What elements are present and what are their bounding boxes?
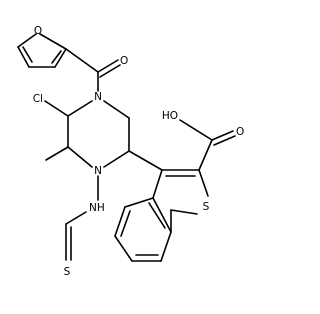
chloro-bond	[44, 100, 69, 117]
c3-n4-bond	[67, 146, 93, 168]
benzene-c7a-c3a-double-bond	[148, 202, 166, 229]
benzene-c3a-c4-bond	[124, 197, 154, 208]
furan-o-c2-bond	[39, 33, 67, 50]
c6-n1-bond	[103, 100, 130, 119]
benzene-c4-c5-double-bond	[120, 210, 131, 237]
n4-c5-bond	[103, 150, 130, 168]
piperazine-ring	[44, 100, 130, 201]
furan-oxygen-label: O	[34, 25, 42, 37]
carbonyl-oxygen-label: O	[120, 55, 128, 67]
piperazine-to-benzothiophene-bond	[128, 150, 163, 171]
benzothiophene-to-acid-bond	[198, 139, 213, 171]
structure-svg: O O N N Cl NH HO O S S	[17, 25, 244, 278]
upper-nitrogen-label: N	[94, 91, 102, 103]
benzene-c7-c7a-bond	[160, 231, 172, 262]
acid-oxygen-label: O	[236, 126, 244, 138]
furan-c5-o-bond	[17, 33, 37, 48]
thiophene-c3a-c3-bond	[152, 169, 163, 199]
lower-nitrogen-label: N	[94, 165, 102, 177]
benzene-c4-c5-bond	[114, 206, 126, 237]
hydroxyl-label: HO	[162, 110, 178, 122]
furan-ring	[17, 33, 67, 68]
furan-c4-c5-bond	[17, 46, 30, 68]
furan-c2-c3-double-bond	[51, 50, 62, 64]
furan-to-carbonyl-bond	[65, 48, 99, 73]
n1-c2-bond	[67, 100, 93, 117]
benzothiophene-system	[114, 150, 209, 262]
methyl-bond	[45, 146, 69, 161]
carbonyl-c-o-bond-1	[97, 59, 119, 73]
carbonyl-group	[65, 48, 121, 92]
benzene-c5-c6-bond	[114, 235, 133, 262]
nh-to-thiocarbonyl-bond	[65, 211, 87, 225]
chlorine-label: Cl	[33, 93, 43, 105]
acid-c-oh-bond	[179, 119, 213, 141]
carbonyl-c-o-bond-2	[99, 64, 121, 78]
thione-sulfur-label: S	[64, 266, 71, 278]
furan-c2-c3-bond	[54, 48, 67, 68]
acid-c-o-double-bond-2	[213, 135, 236, 146]
amine-label: NH	[89, 202, 105, 214]
molecule-diagram: O O N N Cl NH HO O S S	[17, 25, 245, 278]
thiophene-sulfur-label: S	[203, 201, 210, 213]
thioformyl-group	[65, 211, 87, 261]
acid-c-o-double-bond-1	[211, 130, 234, 141]
carboxylic-acid-group	[179, 119, 236, 171]
benzene-c7a-c3a-bond	[152, 197, 172, 233]
thiophene-c2-s-bond	[198, 169, 209, 197]
furan-c4-c5-double-bond	[22, 46, 33, 63]
thiophene-s-c7a-bond	[170, 209, 198, 215]
